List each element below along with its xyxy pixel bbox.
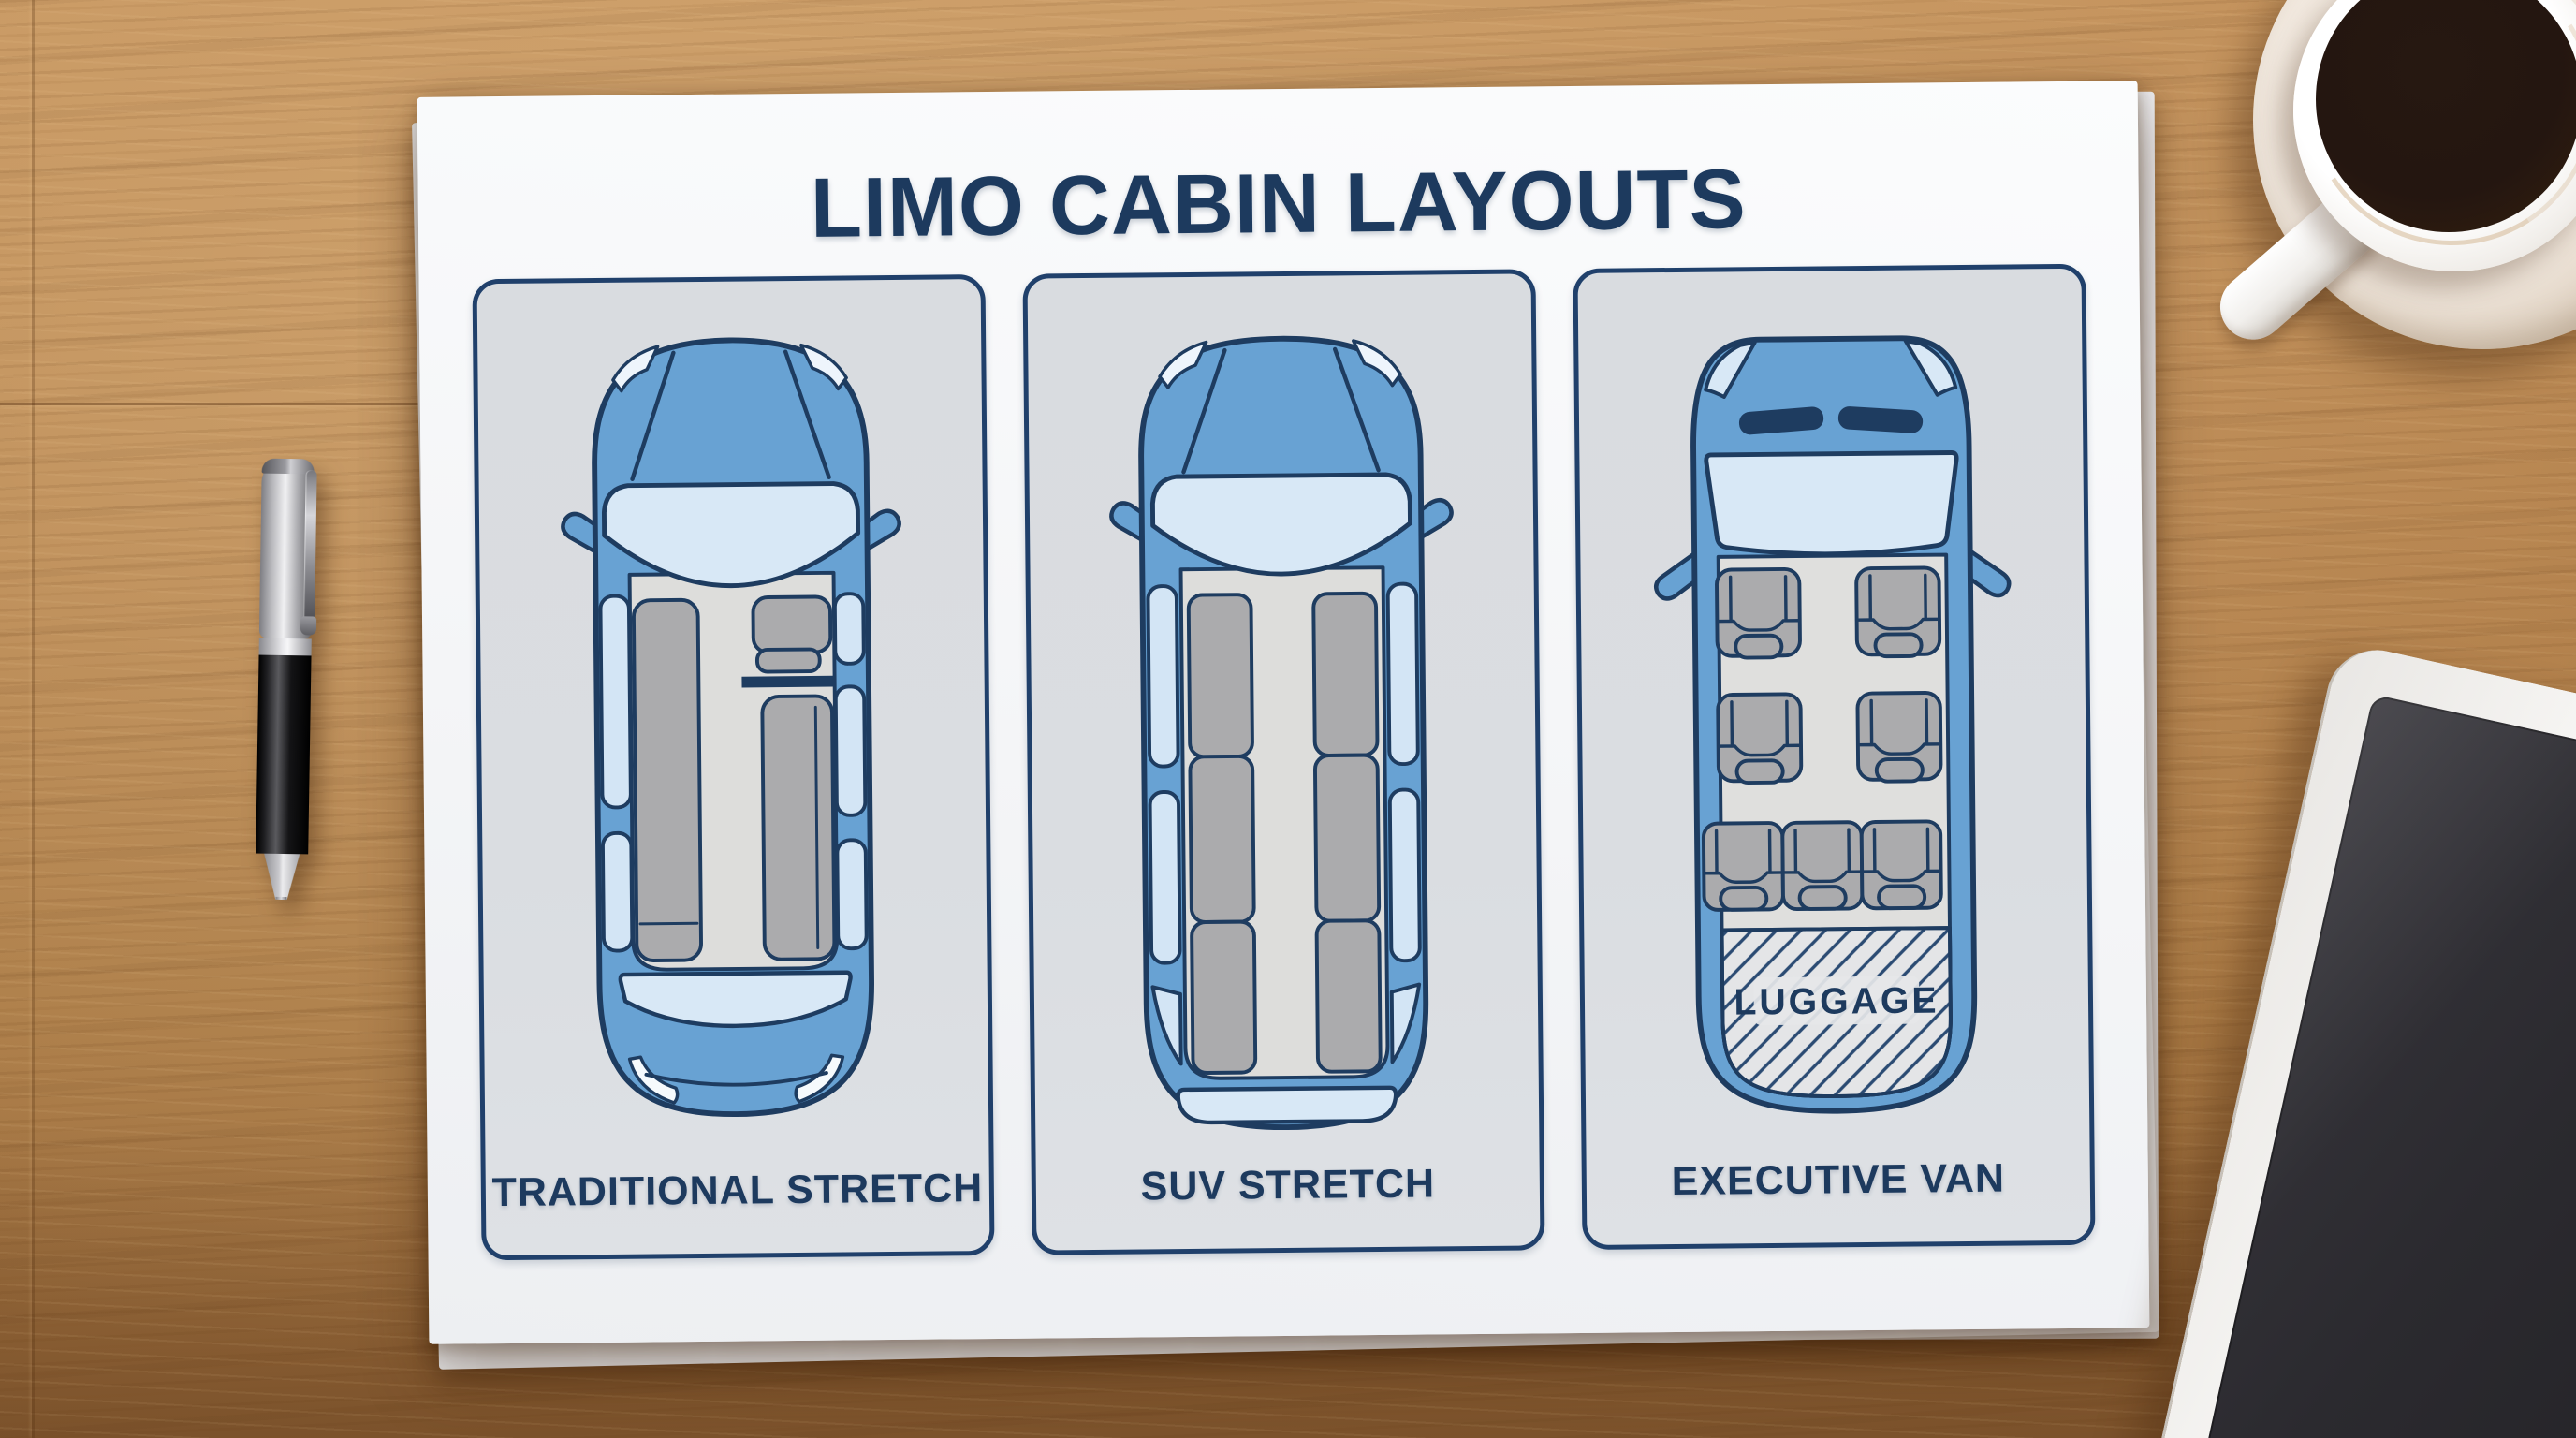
windshield	[601, 481, 861, 589]
panel-executive-van: LUGGAGE EXECUTIVE VAN	[1573, 263, 2096, 1250]
panel-suv-stretch: SUV STRETCH	[1022, 269, 1545, 1255]
trunk-crease	[644, 1071, 828, 1087]
pen-ring	[258, 638, 312, 656]
jump-seat-cushion	[751, 594, 833, 654]
panel-traditional-stretch: TRADITIONAL STRETCH	[472, 274, 995, 1261]
luggage-label: LUGGAGE	[1734, 980, 1939, 1023]
captain-seats	[1715, 565, 1943, 785]
pen-barrel	[256, 654, 312, 855]
pen-clip	[303, 470, 317, 621]
wood-plank-seam-vertical	[32, 0, 35, 1438]
tablet	[2115, 640, 2576, 1438]
luggage-area: LUGGAGE	[1720, 926, 1953, 1098]
side-windows	[598, 592, 869, 953]
side-windows	[1146, 581, 1422, 1066]
windshield	[1149, 472, 1412, 577]
taillight-slivers	[627, 1053, 845, 1105]
panel-label-traditional-stretch: TRADITIONAL STRETCH	[491, 1166, 984, 1216]
hood-creases	[630, 349, 831, 481]
tablet-screen	[2168, 694, 2576, 1438]
windshield-wipers	[1738, 406, 1924, 435]
bench-seats	[1186, 591, 1383, 1075]
windshield	[1704, 450, 1959, 557]
rear-window	[618, 970, 853, 1029]
limo-seats	[631, 594, 837, 962]
rear-bench-seats	[1701, 819, 1943, 912]
executive-van-diagram: LUGGAGE	[1654, 335, 2012, 1114]
privacy-partition	[741, 675, 836, 688]
jump-seat-back	[754, 647, 822, 674]
pen-tip	[255, 854, 308, 917]
page-title: LIMO CABIN LAYOUTS	[810, 153, 1748, 256]
rear-seat	[760, 694, 837, 961]
hood-creases	[1181, 346, 1381, 475]
coffee-surface	[2316, 0, 2576, 232]
infographic-paper: LIMO CABIN LAYOUTS	[417, 81, 2150, 1344]
wood-plank-seam-horizontal	[0, 403, 427, 405]
side-bench-seat	[631, 597, 703, 962]
traditional-stretch-diagram	[561, 337, 901, 1118]
rear-window	[1176, 1085, 1398, 1125]
pen	[255, 458, 317, 917]
headlight-slivers	[611, 343, 848, 393]
panel-label-suv-stretch: SUV STRETCH	[1140, 1161, 1436, 1210]
panel-label-executive-van: EXECUTIVE VAN	[1671, 1155, 2006, 1205]
corner-windows	[1704, 339, 1958, 399]
suv-stretch-diagram	[1109, 335, 1454, 1131]
headlight-slivers	[1158, 339, 1402, 389]
